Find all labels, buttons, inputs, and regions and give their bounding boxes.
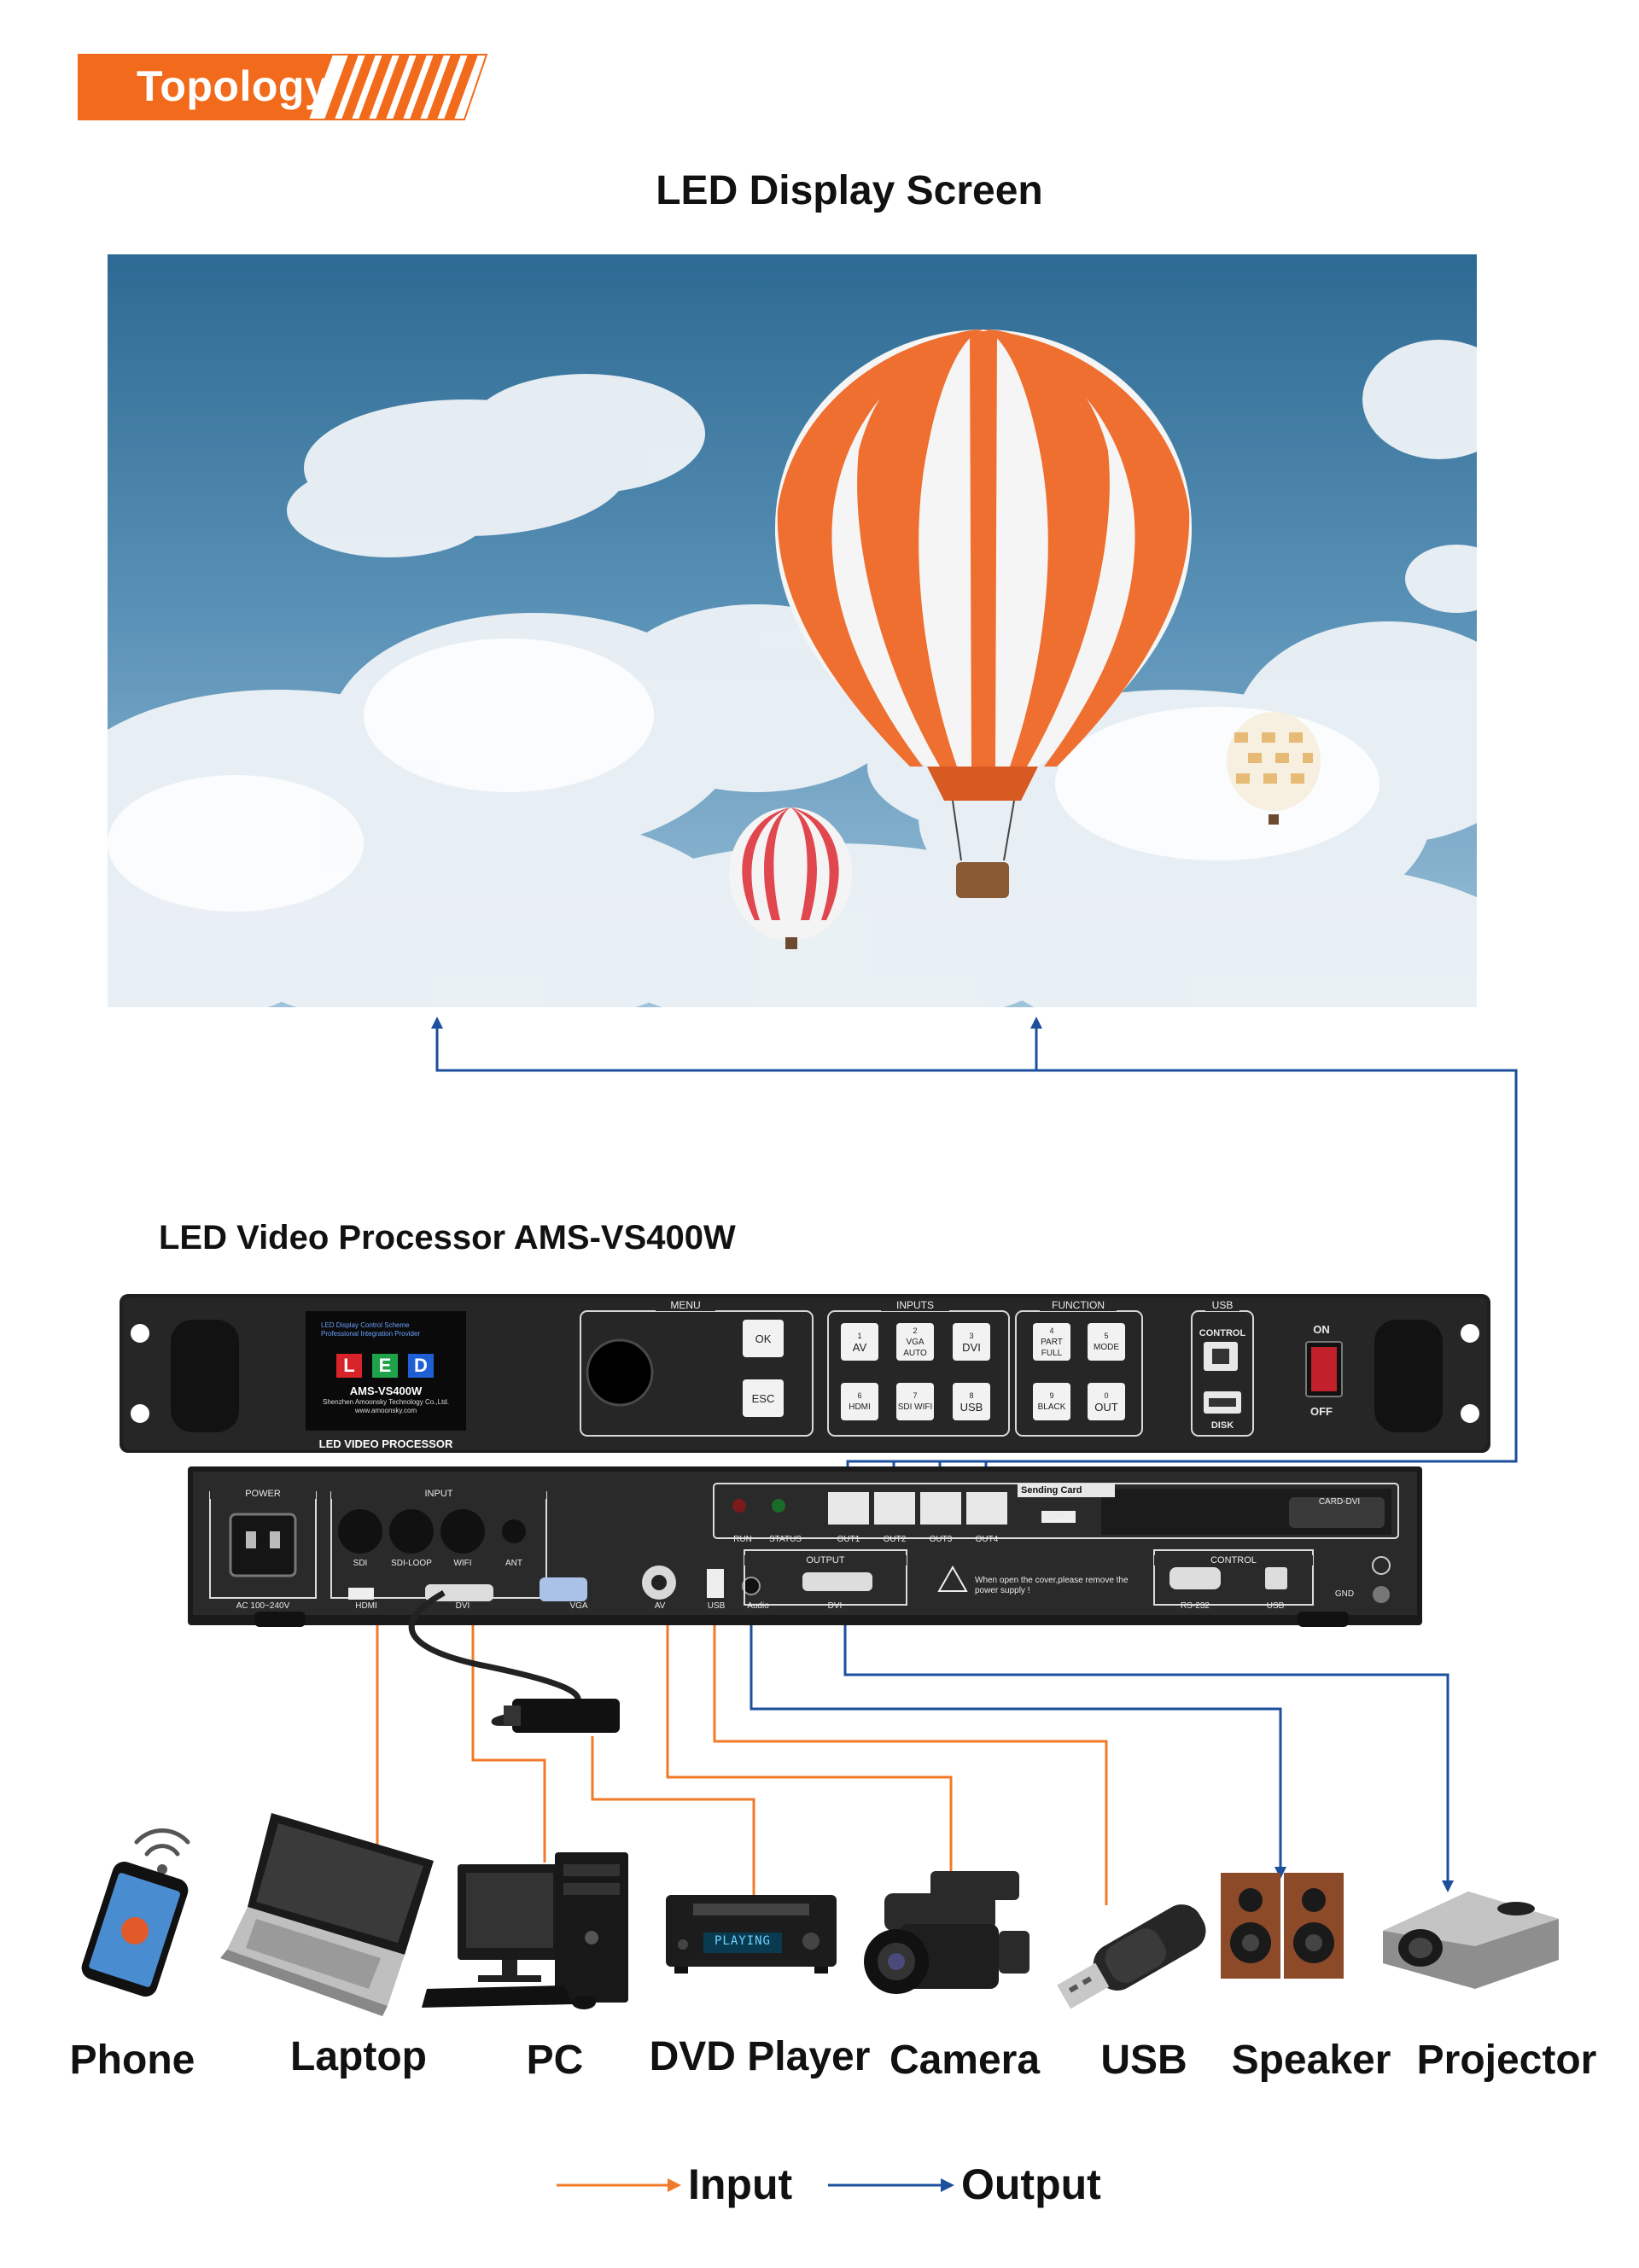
balloon-small-right bbox=[1227, 712, 1321, 825]
pc-icon bbox=[422, 1852, 628, 2009]
projector-icon bbox=[1383, 1892, 1559, 1989]
phone-icon bbox=[81, 1828, 190, 1997]
logo-letter-e: E bbox=[372, 1354, 398, 1378]
camera-icon bbox=[864, 1871, 1029, 1994]
front-model: AMS-VS400W bbox=[349, 1385, 423, 1397]
usb-disk-label: DISK bbox=[1210, 1420, 1234, 1431]
front-caption: LED VIDEO PROCESSOR bbox=[318, 1437, 453, 1450]
rear-power-label: POWER bbox=[210, 1489, 316, 1499]
rear-hdmi-label: HDMI bbox=[355, 1601, 377, 1611]
rear-warning: When open the cover,please remove the po… bbox=[975, 1576, 1129, 1595]
rear-usb-label: USB bbox=[707, 1601, 726, 1611]
esc-button[interactable]: ESC bbox=[743, 1379, 784, 1417]
inputs-label: INPUTS bbox=[881, 1299, 949, 1311]
rear-ant-label: ANT bbox=[505, 1559, 522, 1568]
badge-label: Topology bbox=[137, 62, 330, 110]
processor-front-panel bbox=[120, 1294, 1490, 1453]
rear-gnd-label: GND bbox=[1334, 1589, 1355, 1599]
power-on-label: ON bbox=[1313, 1323, 1330, 1336]
logo-line1: LED Display Control Scheme bbox=[321, 1321, 410, 1329]
rear-run-label: RUN bbox=[733, 1535, 752, 1544]
rear-output-label: OUTPUT bbox=[744, 1555, 907, 1565]
power-off-label: OFF bbox=[1310, 1405, 1333, 1418]
rear-vga-label: VGA bbox=[569, 1601, 588, 1611]
function-label: FUNCTION bbox=[1040, 1299, 1117, 1311]
rear-rs232-label: RS-232 bbox=[1181, 1601, 1210, 1611]
speaker-icon bbox=[1221, 1873, 1344, 1979]
legend-input: Input bbox=[688, 2160, 793, 2208]
rear-out3-label: OUT3 bbox=[929, 1535, 953, 1544]
usb-control-label: CONTROL bbox=[1199, 1328, 1246, 1338]
front-website: www.amoonsky.com bbox=[354, 1407, 417, 1414]
rear-sdi-loop-label: SDI-LOOP bbox=[391, 1559, 432, 1568]
device-label-dvd: DVD Player bbox=[649, 2034, 871, 2079]
card-dvi-label: CARD-DVI bbox=[1318, 1497, 1361, 1507]
device-label-camera: Camera bbox=[889, 2038, 1041, 2083]
rear-sdi-label: SDI bbox=[353, 1559, 368, 1568]
ok-button[interactable]: OK bbox=[743, 1320, 784, 1357]
dvd-display: PLAYING bbox=[714, 1934, 771, 1948]
rear-out2-label: OUT2 bbox=[883, 1535, 907, 1544]
processor-title: LED Video Processor AMS-VS400W bbox=[159, 1219, 736, 1256]
rear-input-label: INPUT bbox=[331, 1489, 546, 1499]
laptop-icon bbox=[220, 1813, 434, 2016]
front-company: Shenzhen Amoonsky Technology Co.,Ltd. bbox=[323, 1398, 449, 1406]
logo-letter-d: D bbox=[408, 1354, 434, 1378]
screen-title: LED Display Screen bbox=[656, 168, 1043, 213]
device-label-laptop: Laptop bbox=[290, 2034, 427, 2079]
power-switch[interactable] bbox=[1306, 1345, 1337, 1385]
menu-label: MENU bbox=[656, 1299, 715, 1311]
device-label-pc: PC bbox=[526, 2038, 584, 2083]
rear-out4-label: OUT4 bbox=[975, 1535, 999, 1544]
rear-control-label: CONTROL bbox=[1154, 1555, 1313, 1565]
rear-out1-label: OUT1 bbox=[837, 1535, 860, 1544]
legend-output: Output bbox=[961, 2160, 1101, 2208]
rear-out-dvi-label: DVI bbox=[827, 1601, 843, 1611]
balloon-small-left bbox=[729, 808, 852, 949]
led-screen-image bbox=[108, 254, 1477, 1007]
balloon-large bbox=[775, 329, 1192, 898]
rear-dvi-label: DVI bbox=[455, 1601, 470, 1611]
logo-letter-l: L bbox=[336, 1354, 362, 1378]
device-label-usb: USB bbox=[1100, 2038, 1187, 2083]
rear-wifi-label: WIFI bbox=[453, 1559, 472, 1568]
rear-status-label: STATUS bbox=[769, 1535, 802, 1544]
logo-line2: Professional Integration Provider bbox=[321, 1330, 421, 1338]
device-label-projector: Projector bbox=[1416, 2038, 1597, 2083]
device-label-speaker: Speaker bbox=[1231, 2038, 1391, 2083]
rear-av-label: AV bbox=[654, 1601, 666, 1611]
rear-ac-label: AC 100~240V bbox=[236, 1601, 290, 1611]
usb-label: USB bbox=[1205, 1299, 1239, 1311]
sending-card-label: Sending Card bbox=[1018, 1484, 1115, 1497]
rear-ctrl-usb-label: USB bbox=[1266, 1601, 1285, 1611]
card-hdmi-label: HDMI bbox=[1045, 1511, 1067, 1520]
usb-drive-icon bbox=[1057, 1904, 1206, 2009]
device-label-phone: Phone bbox=[69, 2038, 195, 2083]
rear-audio-label: Audio bbox=[747, 1601, 769, 1611]
